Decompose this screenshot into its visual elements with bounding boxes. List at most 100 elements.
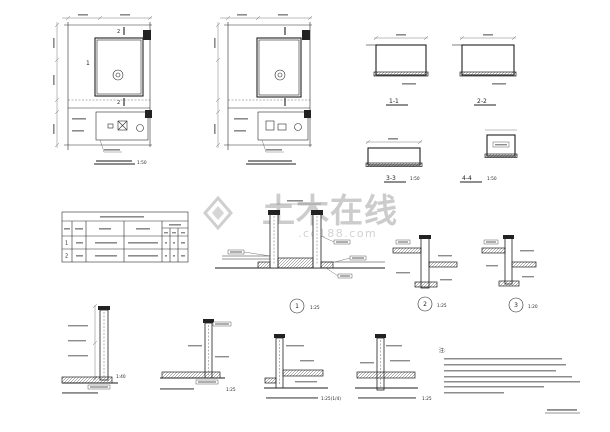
base-slab xyxy=(373,71,429,77)
illegible-label xyxy=(492,83,506,85)
illegible-cell xyxy=(165,242,167,244)
section-scale: 1:50 xyxy=(410,176,420,182)
slab xyxy=(428,261,458,268)
row-number: 2 xyxy=(65,254,68,260)
detail-3: 3 1:20 xyxy=(481,235,538,313)
illegible-dimension-text xyxy=(214,38,216,48)
illegible-header xyxy=(136,228,150,230)
illegible-label xyxy=(398,241,408,243)
illegible-header xyxy=(75,228,83,230)
wall-cap xyxy=(311,210,323,215)
wall-cap xyxy=(203,319,214,323)
illegible-cell xyxy=(128,242,158,244)
floor-lines xyxy=(222,255,270,260)
leader-line xyxy=(99,139,122,153)
section-mark-bottom: 2 xyxy=(117,100,120,106)
detail-scale: 1:25 xyxy=(437,303,447,309)
illegible-cell xyxy=(181,255,185,257)
illegible-label xyxy=(295,381,317,383)
illegible-label xyxy=(486,241,496,243)
slab xyxy=(511,261,537,268)
illegible-caption xyxy=(96,160,132,162)
illegible-caption xyxy=(62,392,98,394)
illegible-caption xyxy=(266,397,318,399)
base-slab xyxy=(459,71,517,77)
pool-outline xyxy=(256,37,302,98)
detail-scale: 1:25 xyxy=(310,305,320,311)
pump-symbol xyxy=(136,124,144,132)
illegible-note-line xyxy=(444,364,566,366)
illegible-label xyxy=(68,340,86,342)
equipment-room-outline xyxy=(95,111,149,141)
equipment-symbol xyxy=(277,123,287,131)
floor-slab xyxy=(282,369,324,377)
equipment-cross xyxy=(117,120,128,131)
section-scale: 1:50 xyxy=(487,176,497,182)
drain-symbol xyxy=(274,69,286,81)
illegible-label xyxy=(198,381,216,383)
illegible-label xyxy=(72,130,84,132)
footing xyxy=(414,281,438,288)
drain-symbol xyxy=(112,69,124,81)
table-column-rules xyxy=(71,221,179,262)
watermark-logo-icon xyxy=(203,195,233,231)
illegible-header xyxy=(164,232,168,234)
wall-cap xyxy=(274,334,285,338)
table-row: 1 xyxy=(65,241,185,247)
column xyxy=(145,110,152,118)
illegible-label xyxy=(340,275,350,277)
illegible-dimension-text xyxy=(53,75,55,85)
illegible-dimension-text xyxy=(396,34,406,36)
illegible-label xyxy=(522,276,534,278)
wall xyxy=(420,237,430,289)
slab xyxy=(392,247,422,254)
section-mark-top: 2 xyxy=(117,29,120,35)
illegible-label xyxy=(440,279,452,281)
illegible-note-line xyxy=(444,358,562,360)
wall-cap xyxy=(503,235,514,239)
valve-symbol xyxy=(107,123,114,129)
wall-detail-d: 1:25 xyxy=(355,334,432,402)
detail-scale: 1:25 xyxy=(422,396,432,402)
floor-slab xyxy=(356,371,416,379)
illegible-cell xyxy=(173,242,175,244)
detail-number-circle xyxy=(289,298,305,314)
illegible-caption xyxy=(160,388,194,390)
illegible-cell xyxy=(181,242,185,244)
illegible-caption xyxy=(358,397,416,399)
wall-detail-a: 1:40 xyxy=(61,303,126,394)
illegible-label xyxy=(72,118,86,120)
illegible-label xyxy=(438,255,452,257)
illegible-label xyxy=(486,265,498,267)
dimension-ticks xyxy=(54,22,60,148)
section-3-3: 3-3 1:50 xyxy=(365,138,423,183)
row-number: 1 xyxy=(65,241,68,247)
illegible-cell xyxy=(76,255,83,257)
illegible-note-line xyxy=(444,370,556,372)
illegible-label xyxy=(234,118,248,120)
illegible-header xyxy=(64,228,70,230)
plan-view-a: 1 2 2 1:50 xyxy=(53,14,153,166)
dimension-ticks xyxy=(225,15,313,21)
illegible-cell xyxy=(95,242,117,244)
leader-line xyxy=(261,139,284,153)
illegible-note-line xyxy=(444,376,572,378)
section-title: 3-3 xyxy=(386,175,396,182)
illegible-dimension-text xyxy=(120,14,130,16)
illegible-label xyxy=(386,345,402,347)
illegible-dimension-text xyxy=(53,124,55,134)
dimension-ticks xyxy=(373,35,429,41)
illegible-header xyxy=(181,232,185,234)
wall-cap xyxy=(375,334,386,338)
detail-scale: 1:25(1/4) xyxy=(321,396,341,402)
equipment-table: 1 2 xyxy=(61,211,189,263)
title-block xyxy=(545,409,580,414)
illegible-cell xyxy=(173,255,175,257)
illegible-header xyxy=(169,224,181,226)
wall-detail-c: 1:25(1/4) xyxy=(264,334,341,402)
column xyxy=(304,110,311,118)
detail-1: 1 1:25 xyxy=(215,200,385,314)
equipment-symbol xyxy=(117,120,128,131)
illegible-label xyxy=(300,360,314,362)
detail-number-circle xyxy=(417,296,433,312)
